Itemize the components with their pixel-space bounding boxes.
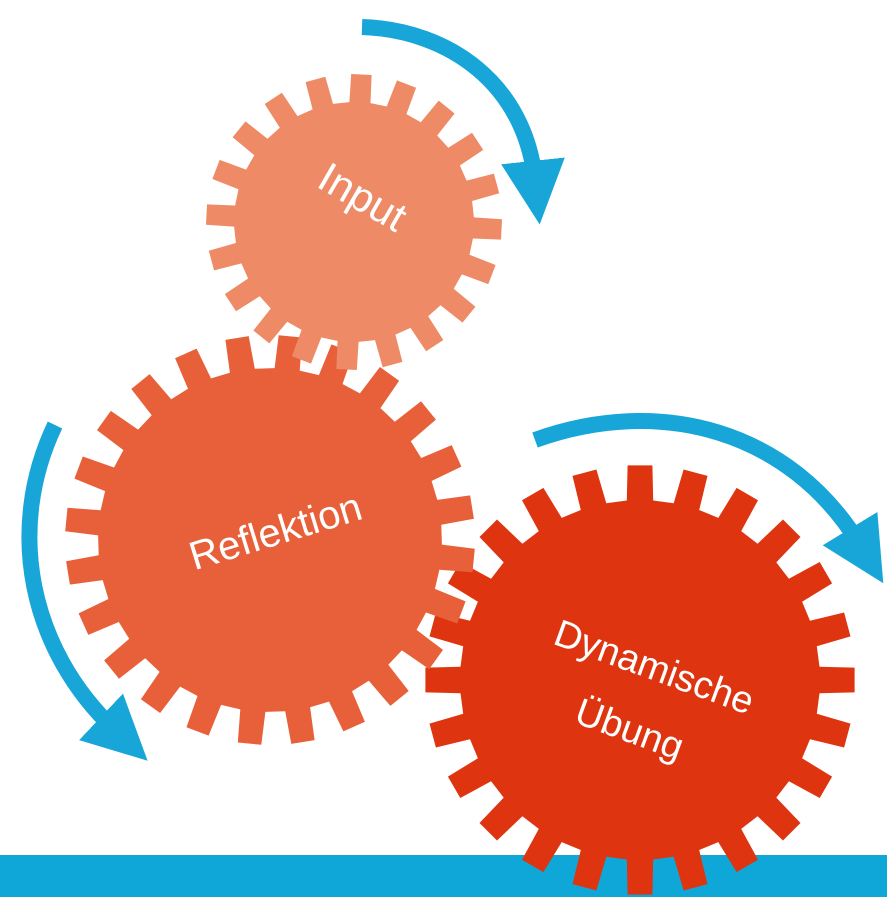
gear-input-icon [206, 74, 502, 370]
gear-reflektion-icon [65, 335, 475, 745]
arrow-right-icon [532, 413, 884, 584]
arrow-top-icon [361, 19, 565, 225]
gear-dynamische-uebung-icon [425, 465, 855, 895]
arrow-left-icon [21, 421, 148, 761]
